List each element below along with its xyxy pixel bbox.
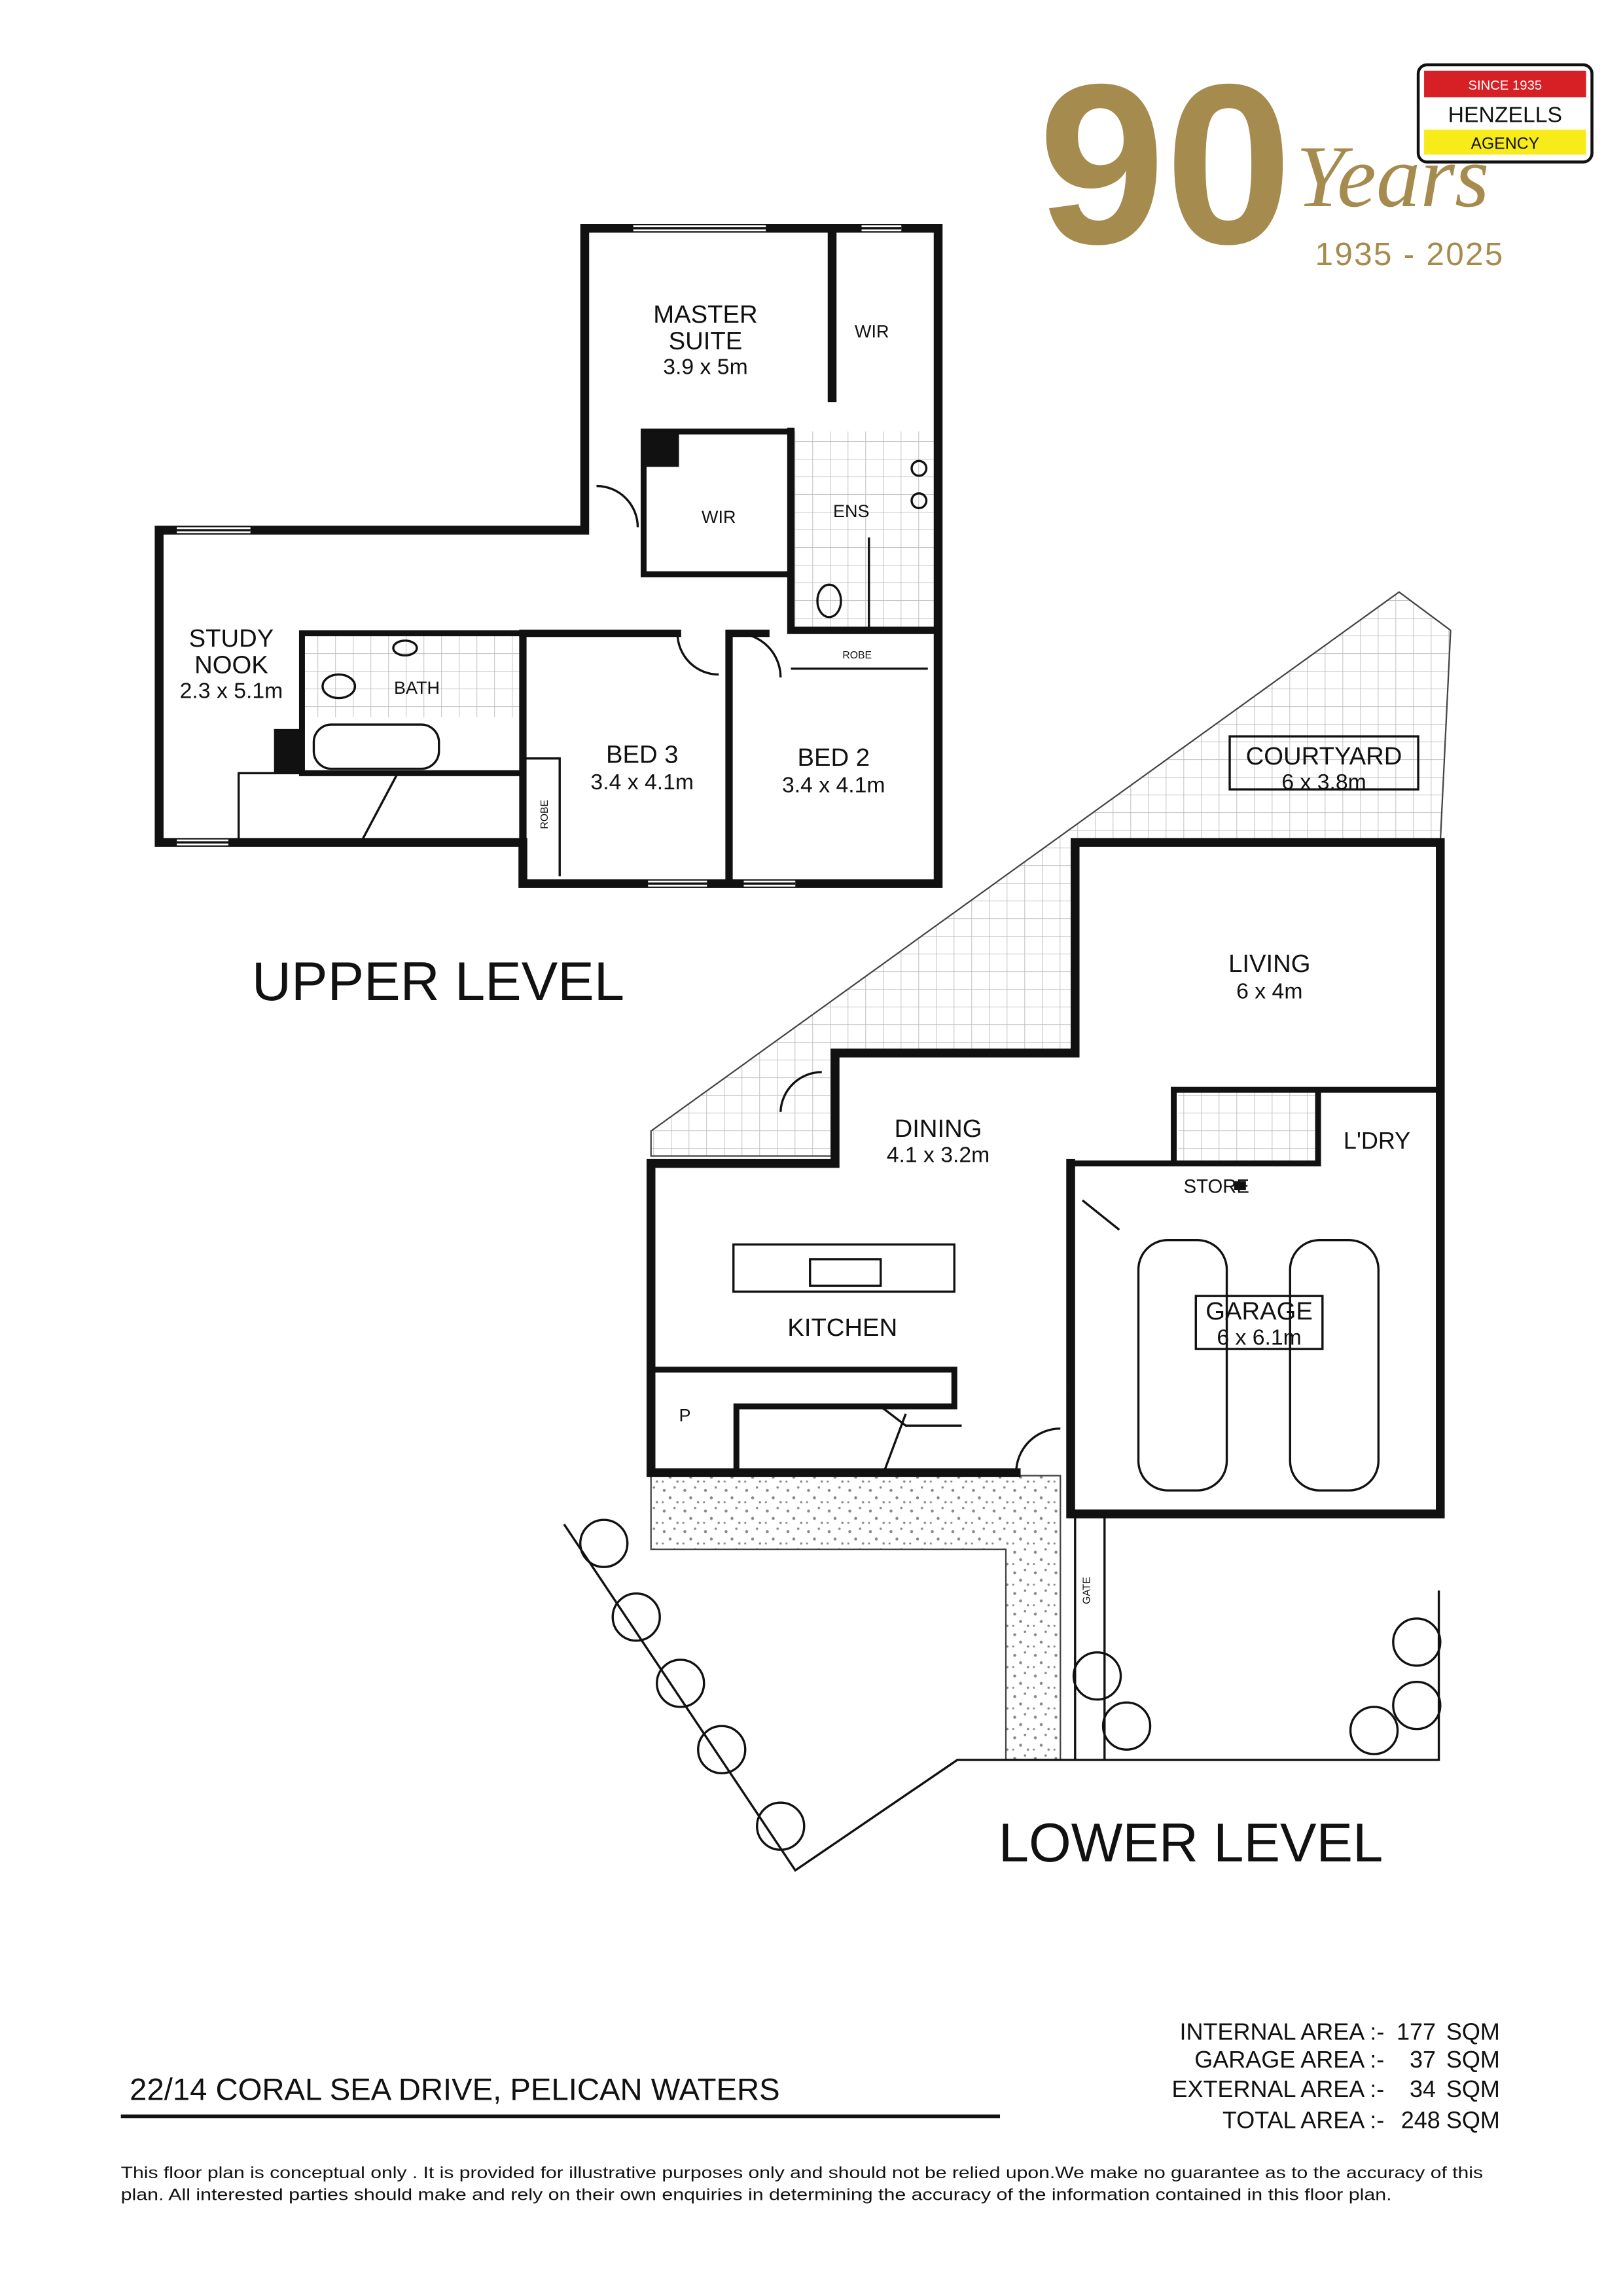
bed3-label: BED 3	[606, 741, 679, 769]
study-label-2: NOOK	[194, 651, 268, 679]
area-unit: SQM	[1446, 2018, 1500, 2045]
badge-since: SINCE 1935	[1469, 79, 1543, 93]
area-value-external: 34	[1410, 2075, 1436, 2102]
badge-yellow-band	[1424, 130, 1586, 155]
area-label-external: EXTERNAL AREA :-	[1172, 2075, 1385, 2102]
badge-henzells: HENZELLS	[1448, 103, 1562, 128]
logo-years-range: 1935 - 2025	[1315, 236, 1505, 272]
area-value-total: 248	[1401, 2106, 1440, 2133]
dining-label: DINING	[895, 1115, 982, 1143]
bed2-label: BED 2	[797, 744, 870, 772]
area-summary: INTERNAL AREA :- 177 SQM GARAGE AREA :- …	[1172, 2018, 1500, 2133]
laundry-label: L'DRY	[1344, 1127, 1410, 1154]
wir-label-1: WIR	[855, 321, 889, 341]
henzells-90-years-logo: 90 Years 1935 - 2025 SINCE 1935 HENZELLS…	[1039, 36, 1594, 291]
gate-label: GATE	[1081, 1577, 1092, 1604]
upper-level-plan: MASTER SUITE 3.9 x 5m WIR WIR ENS STUDY …	[154, 224, 943, 888]
area-label-garage: GARAGE AREA :-	[1194, 2046, 1384, 2073]
car-icon	[1137, 1238, 1228, 1492]
bed2-size: 3.4 x 4.1m	[782, 773, 885, 798]
disclaimer-line-2: plan. All interested parties should make…	[121, 2186, 1392, 2204]
pantry-label: P	[679, 1405, 690, 1425]
tree-icons	[579, 1518, 1442, 1851]
ens-label: ENS	[833, 501, 870, 521]
kitchen-island	[732, 1243, 955, 1293]
study-size: 2.3 x 5.1m	[180, 679, 283, 704]
area-unit: SQM	[1446, 2075, 1500, 2102]
dining-size: 4.1 x 3.2m	[887, 1142, 990, 1167]
area-unit: SQM	[1446, 2046, 1500, 2073]
living-label: LIVING	[1228, 950, 1310, 978]
area-value-internal: 177	[1397, 2018, 1436, 2045]
bath-label: BATH	[394, 678, 440, 698]
living-size: 6 x 4m	[1236, 979, 1302, 1004]
courtyard-size: 6 x 3.8m	[1281, 770, 1366, 795]
courtyard-label: COURTYARD	[1246, 742, 1402, 770]
badge-red-band	[1424, 71, 1586, 98]
kitchen-label: KITCHEN	[787, 1314, 897, 1342]
logo-90: 90	[1039, 36, 1293, 291]
area-label-internal: INTERNAL AREA :-	[1180, 2018, 1385, 2045]
wir-label-2: WIR	[702, 507, 736, 527]
area-label-total: TOTAL AREA :-	[1222, 2106, 1384, 2133]
robe-label-2: ROBE	[539, 800, 550, 829]
garage-label: GARAGE	[1205, 1297, 1313, 1325]
bed3-size: 3.4 x 4.1m	[590, 770, 694, 795]
master-label: MASTER	[653, 300, 757, 329]
disclaimer-line-1: This floor plan is conceptual only . It …	[121, 2164, 1483, 2182]
upper-level-title: UPPER LEVEL	[252, 951, 624, 1012]
study-label: STUDY	[189, 624, 274, 653]
master-label-2: SUITE	[669, 327, 743, 355]
master-size: 3.9 x 5m	[663, 355, 747, 380]
robe-label-1: ROBE	[842, 650, 872, 661]
store-label: STORE	[1184, 1177, 1249, 1198]
lower-level-title: LOWER LEVEL	[999, 1812, 1383, 1873]
badge-agency: AGENCY	[1471, 135, 1540, 152]
garage-size: 6 x 6.1m	[1217, 1325, 1301, 1350]
area-unit: SQM	[1446, 2106, 1500, 2133]
car-icon	[1289, 1238, 1380, 1492]
lower-level-plan: COURTYARD 6 x 3.8m LIVING 6 x 4m DINING …	[563, 591, 1452, 1873]
property-address: 22/14 CORAL SEA DRIVE, PELICAN WATERS	[130, 2073, 779, 2108]
area-value-garage: 37	[1410, 2046, 1436, 2073]
